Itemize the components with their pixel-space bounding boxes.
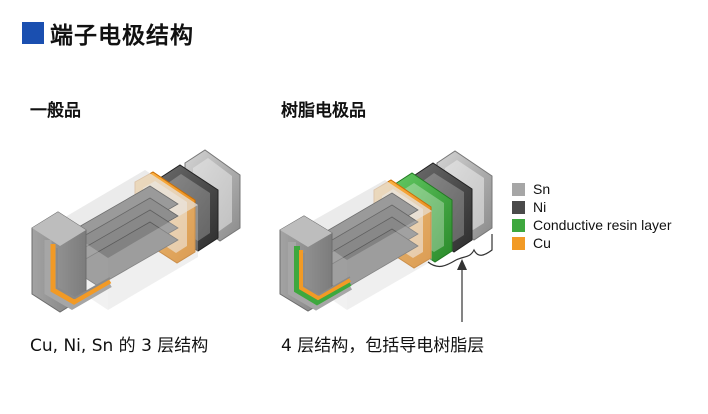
cu-swatch bbox=[512, 236, 525, 250]
title-square-icon bbox=[22, 22, 44, 44]
ni-swatch bbox=[512, 200, 525, 214]
right-near-terminal bbox=[279, 215, 353, 312]
layer-bracket bbox=[427, 234, 493, 268]
left-near-terminal bbox=[31, 211, 112, 313]
resin-capacitor-diagram bbox=[279, 150, 493, 322]
resin-product-label: 树脂电极品 bbox=[281, 101, 366, 121]
standard-product-label: 一般品 bbox=[30, 101, 81, 121]
resin-product-caption: 4 层结构，包括导电树脂层 bbox=[281, 336, 485, 356]
left-internal-electrodes bbox=[69, 185, 179, 287]
sn-swatch bbox=[512, 182, 525, 196]
standard-product-caption: Cu, Ni, Sn 的 3 层结构 bbox=[30, 336, 209, 356]
legend-item-ni: Ni bbox=[512, 198, 672, 216]
layer-legend: Sn Ni Conductive resin layer Cu bbox=[512, 180, 672, 252]
legend-label-resin: Conductive resin layer bbox=[533, 217, 672, 233]
legend-item-sn: Sn bbox=[512, 180, 672, 198]
pointer-arrow bbox=[457, 259, 467, 322]
page-header: 端子电极结构 bbox=[22, 16, 194, 50]
page-title: 端子电极结构 bbox=[50, 23, 194, 49]
legend-label-ni: Ni bbox=[533, 199, 547, 215]
legend-item-resin: Conductive resin layer bbox=[512, 216, 672, 234]
legend-item-cu: Cu bbox=[512, 234, 672, 252]
standard-capacitor-diagram bbox=[31, 149, 241, 313]
right-internal-electrodes bbox=[314, 192, 419, 292]
resin-swatch bbox=[512, 218, 525, 232]
legend-label-sn: Sn bbox=[533, 181, 551, 197]
legend-label-cu: Cu bbox=[533, 235, 551, 251]
